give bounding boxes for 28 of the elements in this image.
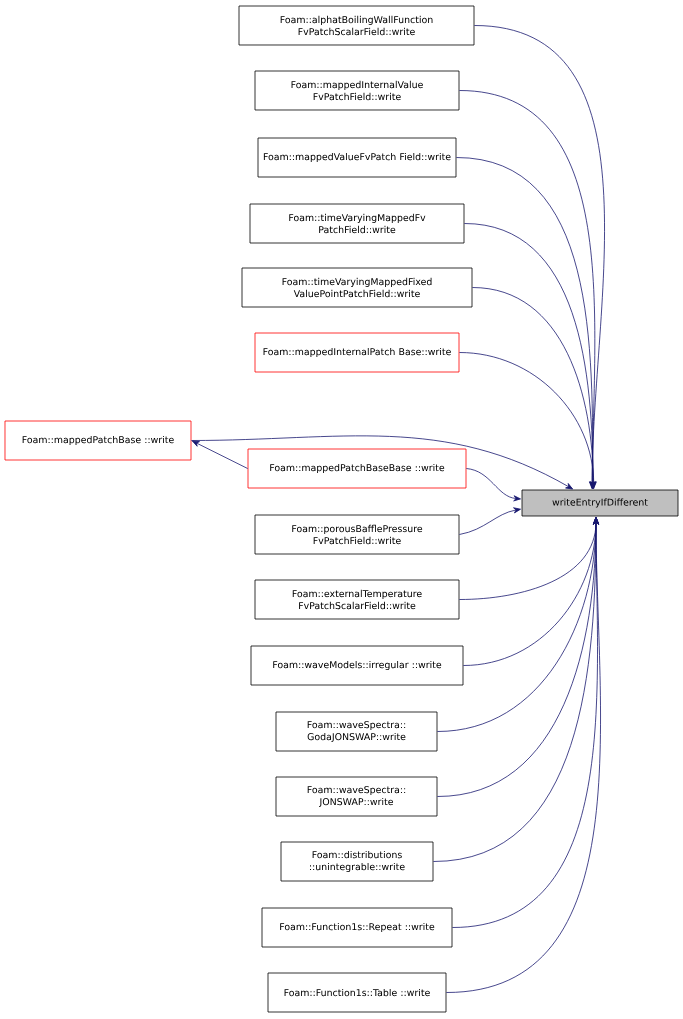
function-box: writeEntryIfDifferent bbox=[521, 489, 679, 517]
function-box: Foam::externalTemperature FvPatchScalarField::write bbox=[254, 579, 460, 620]
function-box: Foam::mappedValueFvPatch Field::write bbox=[257, 137, 457, 178]
function-box: Foam::Function1s::Table ::write bbox=[267, 972, 447, 1013]
function-box: Foam::timeVaryingMappedFixed ValuePointPatchField::write bbox=[241, 267, 473, 308]
function-box: Foam::alphatBoilingWallFunction FvPatchScalarField::write bbox=[238, 5, 475, 46]
function-box: Foam::mappedInternalPatch Base::write bbox=[254, 332, 460, 373]
arrow bbox=[464, 223, 596, 489]
arrow bbox=[459, 352, 597, 489]
arrow bbox=[191, 435, 574, 490]
function-box: Foam::waveModels::irregular ::write bbox=[250, 645, 464, 686]
function-box: Foam::Function1s::Repeat ::write bbox=[261, 907, 453, 948]
function-box: Foam::waveSpectra:: GodaJONSWAP::write bbox=[275, 711, 438, 752]
function-box: Foam::mappedPatchBaseBase ::write bbox=[247, 448, 467, 489]
function-box: Foam::waveSpectra:: JONSWAP::write bbox=[275, 776, 438, 817]
function-box: Foam::distributions ::unintegrable::write bbox=[280, 841, 434, 882]
function-box: Foam::timeVaryingMappedFv PatchField::write bbox=[249, 203, 465, 244]
function-box: Foam::mappedPatchBase ::write bbox=[4, 420, 192, 461]
function-box: Foam::mappedInternalValue FvPatchField::write bbox=[254, 70, 460, 111]
arrow bbox=[456, 157, 596, 489]
arrow bbox=[466, 468, 521, 502]
arrow bbox=[459, 90, 596, 489]
arrow bbox=[446, 517, 601, 993]
arrow bbox=[474, 25, 605, 489]
arrow bbox=[459, 507, 521, 535]
arrow bbox=[472, 287, 597, 489]
function-box: Foam::porousBafflePressure FvPatchField::write bbox=[254, 514, 460, 555]
arrow bbox=[192, 440, 248, 469]
